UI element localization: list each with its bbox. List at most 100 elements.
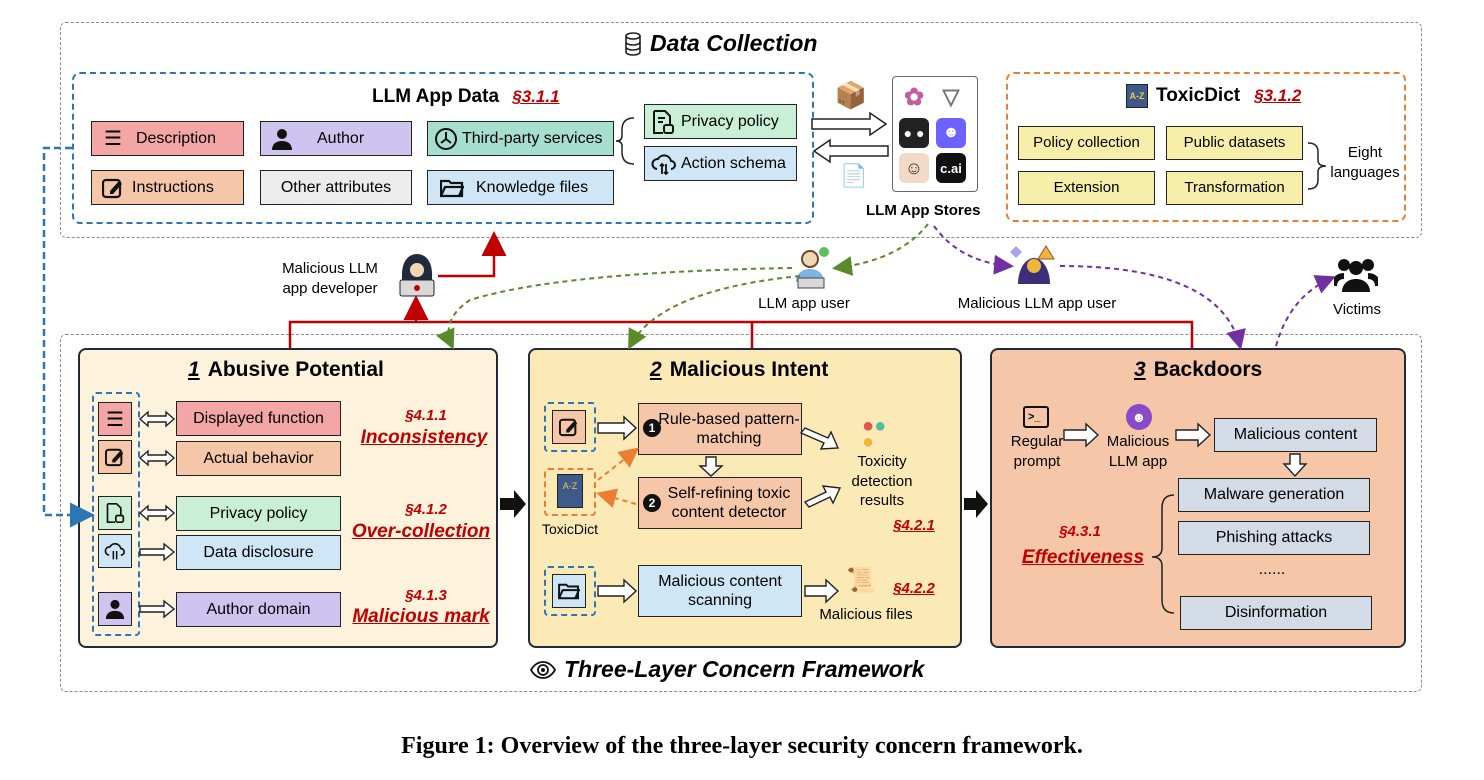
- document-lock-icon: [653, 109, 674, 134]
- stores-to-malicious-user-link: [933, 225, 1014, 275]
- llm-app-user-label: LLM app user: [758, 295, 850, 312]
- description-label: Description: [135, 129, 216, 147]
- developer-to-data-link: [438, 231, 507, 278]
- dictionary-icon: A-Z: [1126, 84, 1148, 108]
- transformation-box: Transformation: [1166, 171, 1303, 205]
- hacker-icon: [396, 250, 438, 298]
- llm-app-data-region: [72, 72, 814, 224]
- layer2-number: 2: [650, 358, 662, 381]
- l1-privacy-policy-label: Privacy policy: [209, 504, 308, 522]
- rule-based-label: Rule-based pattern-matching: [658, 410, 800, 447]
- data-collection-title: Data Collection: [650, 30, 818, 56]
- author-domain-label: Author domain: [206, 600, 311, 618]
- malicious-content-label: Malicious content: [1233, 426, 1358, 444]
- layer2-title-text: Malicious Intent: [669, 358, 829, 381]
- layer1-title: 1 Abusive Potential: [188, 358, 384, 382]
- victims-label: Victims: [1332, 301, 1382, 318]
- extension-box: Extension: [1018, 171, 1155, 205]
- sec-4-3-1: §4.3.1: [1059, 523, 1101, 540]
- author-domain-box: Author domain: [176, 592, 341, 627]
- llm-app-data-heading: LLM App Data §3.1.1: [372, 86, 560, 108]
- stores-to-user-link: [832, 223, 929, 276]
- edit-icon: [102, 178, 122, 198]
- other-attributes-label: Other attributes: [280, 178, 392, 196]
- to-stores-arrow: [811, 111, 888, 137]
- malicious-user-to-layer3-link: [1059, 265, 1246, 350]
- over-collection-label: Over-collection: [351, 521, 491, 542]
- layer2-arrows: [597, 415, 842, 604]
- regular-prompt-label: Regular prompt: [1010, 433, 1064, 470]
- data-to-layer1-link: [42, 146, 95, 528]
- third-party-label: Third-party services: [462, 129, 603, 147]
- layer3-to-victims-link: [1275, 275, 1336, 347]
- sec-4-1-1: §4.1.1: [405, 407, 447, 424]
- layer1-title-text: Abusive Potential: [207, 358, 384, 381]
- user-to-layer1-link: [436, 267, 793, 350]
- layer3-number: 3: [1134, 358, 1146, 381]
- transformation-label: Transformation: [1184, 179, 1285, 196]
- public-datasets-label: Public datasets: [1183, 134, 1286, 151]
- app-stores-panel: [892, 76, 978, 192]
- step2-badge: 2: [643, 494, 661, 512]
- attacks-bracket: [1151, 494, 1175, 614]
- l2-instructions-icon: [552, 410, 586, 444]
- upload-box-icon: 📦: [834, 79, 868, 110]
- devil-icon: ☻: [1126, 404, 1152, 430]
- bug-eye-icon: [530, 660, 556, 679]
- data-collection-region: [60, 22, 1422, 238]
- toxicdict-title: ToxicDict: [1156, 85, 1241, 106]
- action-schema-icon: [98, 534, 132, 568]
- languages-bracket: [1307, 142, 1327, 190]
- malicious-mark-label: Malicious mark: [352, 606, 490, 627]
- l2-toxicdict-frame: [544, 468, 596, 516]
- layer3-arrows: [1063, 422, 1308, 478]
- app-stores-label: LLM App Stores: [866, 202, 981, 219]
- sec-4-1-3: §4.1.3: [405, 587, 447, 604]
- user-to-layer2-link: [628, 275, 801, 350]
- ghost-icon: ☻: [936, 118, 966, 148]
- eight-languages-label: Eight languages: [1330, 144, 1400, 181]
- store-v-icon: ▽: [942, 84, 960, 109]
- from-stores-arrow: [812, 138, 889, 164]
- sec-4-2-2: §4.2.2: [893, 580, 935, 597]
- character-ai-icon: c.ai: [936, 153, 966, 183]
- scan-label: Malicious content scanning: [658, 572, 782, 609]
- instructions-label: Instructions: [132, 178, 214, 196]
- malicious-user-label: Malicious LLM app user: [957, 295, 1117, 312]
- folder-icon: [440, 179, 464, 197]
- sec-4-2-1: §4.2.1: [893, 517, 935, 534]
- description-box: ☰ Description: [91, 121, 244, 156]
- layer1-to-layer2-arrow: [500, 490, 526, 518]
- actual-behavior-label: Actual behavior: [203, 449, 314, 467]
- toxicdict-section: §3.1.2: [1254, 86, 1302, 105]
- framework-heading: Three-Layer Concern Framework: [530, 656, 924, 683]
- policy-collection-label: Policy collection: [1033, 134, 1140, 151]
- inconsistency-label: Inconsistency: [360, 427, 488, 448]
- author-icon: [98, 592, 132, 626]
- data-disclosure-box: Data disclosure: [176, 535, 341, 570]
- l2-knowledge-frame: [544, 566, 596, 616]
- layer2-title: 2 Malicious Intent: [650, 358, 828, 382]
- disinformation-label: Disinformation: [1224, 604, 1328, 622]
- framework-region: [60, 334, 1422, 692]
- llm-app-data-title: LLM App Data: [372, 86, 500, 107]
- malware-label: Malware generation: [1203, 486, 1345, 504]
- layer1-number: 1: [188, 358, 200, 381]
- openai-icon: ✿: [903, 83, 925, 111]
- person-icon: [272, 128, 292, 150]
- detector-to-toxicdict-link: [596, 488, 637, 508]
- public-datasets-box: Public datasets: [1166, 126, 1303, 160]
- third-party-box: Third-party services: [427, 121, 614, 156]
- framework-title: Three-Layer Concern Framework: [564, 656, 925, 682]
- layer1-relations: [138, 410, 176, 619]
- user-icon: [792, 246, 832, 290]
- rule-based-box: Rule-based pattern-matching: [638, 403, 802, 455]
- layer2-to-layer3-arrow: [964, 490, 988, 518]
- emoji-faces-icon: ●●●: [862, 415, 887, 453]
- instructions-box: Instructions: [91, 170, 244, 205]
- data-collection-heading: Data Collection: [624, 30, 817, 57]
- step1-badge: 1: [643, 419, 661, 437]
- action-schema-box: Action schema: [644, 146, 797, 181]
- detector-label: Self-refining toxic content detector: [667, 484, 791, 521]
